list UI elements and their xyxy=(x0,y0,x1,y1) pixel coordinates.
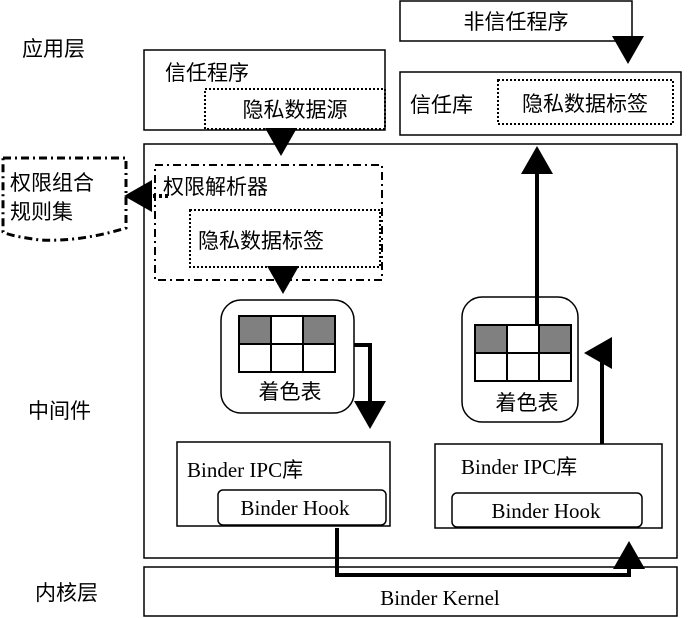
binder-ipc-left-label: Binder IPC库 xyxy=(187,458,303,482)
rule-set-label-line2: 规则集 xyxy=(10,200,73,224)
untrusted-program-label: 非信任程序 xyxy=(464,10,569,34)
parser-tag-label: 隐私数据标签 xyxy=(198,229,324,253)
layer-label-app: 应用层 xyxy=(22,37,85,61)
color-table-left-cell xyxy=(270,343,304,373)
trusted-lib-label: 信任库 xyxy=(410,93,473,117)
trusted-lib-box: 信任库 隐私数据标签 xyxy=(399,71,682,136)
permission-parser-box: 权限解析器 隐私数据标签 xyxy=(154,164,383,281)
color-table-right-cell xyxy=(474,324,508,354)
trusted-program-label: 信任程序 xyxy=(165,61,249,85)
binder-hook-right-label: Binder Hook xyxy=(491,499,601,523)
color-table-left: 着色表 xyxy=(220,299,355,414)
color-table-right-cell xyxy=(506,352,540,382)
binder-ipc-right-box: Binder IPC库 Binder Hook xyxy=(434,443,663,529)
rule-set-box: 权限组合 规则集 xyxy=(1,156,128,242)
color-table-right: 着色表 xyxy=(461,296,579,423)
binder-hook-left-box xyxy=(217,489,387,526)
binder-hook-right-box xyxy=(451,492,643,528)
arrow-color-table-left-to-ipc xyxy=(354,343,386,429)
color-table-right-cell xyxy=(538,324,572,354)
rule-set-label-line1: 权限组合 xyxy=(10,171,94,195)
color-table-left-cell xyxy=(270,315,304,345)
color-table-left-cell xyxy=(238,343,272,373)
trusted-program-box: 信任程序 隐私数据源 xyxy=(143,49,386,131)
color-table-left-cell xyxy=(238,315,272,345)
color-table-right-label: 着色表 xyxy=(496,391,559,415)
permission-parser-label: 权限解析器 xyxy=(163,175,268,199)
color-table-left-cell xyxy=(302,315,336,345)
color-table-left-cell xyxy=(302,343,336,373)
binder-ipc-right-label: Binder IPC库 xyxy=(461,455,577,479)
middleware-container xyxy=(143,143,678,559)
arrow-hook-left-to-hook-right xyxy=(335,528,645,577)
color-table-right-cell xyxy=(538,352,572,382)
layer-label-kernel: 内核层 xyxy=(35,581,98,605)
binder-ipc-left-box: Binder IPC库 Binder Hook xyxy=(176,441,391,527)
layer-label-middleware: 中间件 xyxy=(28,399,91,423)
binder-kernel-box: Binder Kernel xyxy=(143,566,678,617)
privacy-data-source-label: 隐私数据源 xyxy=(243,98,348,122)
untrusted-program-box: 非信任程序 xyxy=(399,0,633,42)
color-table-left-label: 着色表 xyxy=(259,380,322,404)
trusted-lib-tag-label: 隐私数据标签 xyxy=(522,92,648,116)
binder-kernel-label: Binder Kernel xyxy=(380,586,500,610)
binder-hook-left-label: Binder Hook xyxy=(240,496,350,520)
color-table-right-cell xyxy=(474,352,508,382)
trusted-lib-tag-box xyxy=(497,79,674,125)
arrow-ipc-right-to-color-table xyxy=(584,337,612,444)
color-table-right-cell xyxy=(506,324,540,354)
